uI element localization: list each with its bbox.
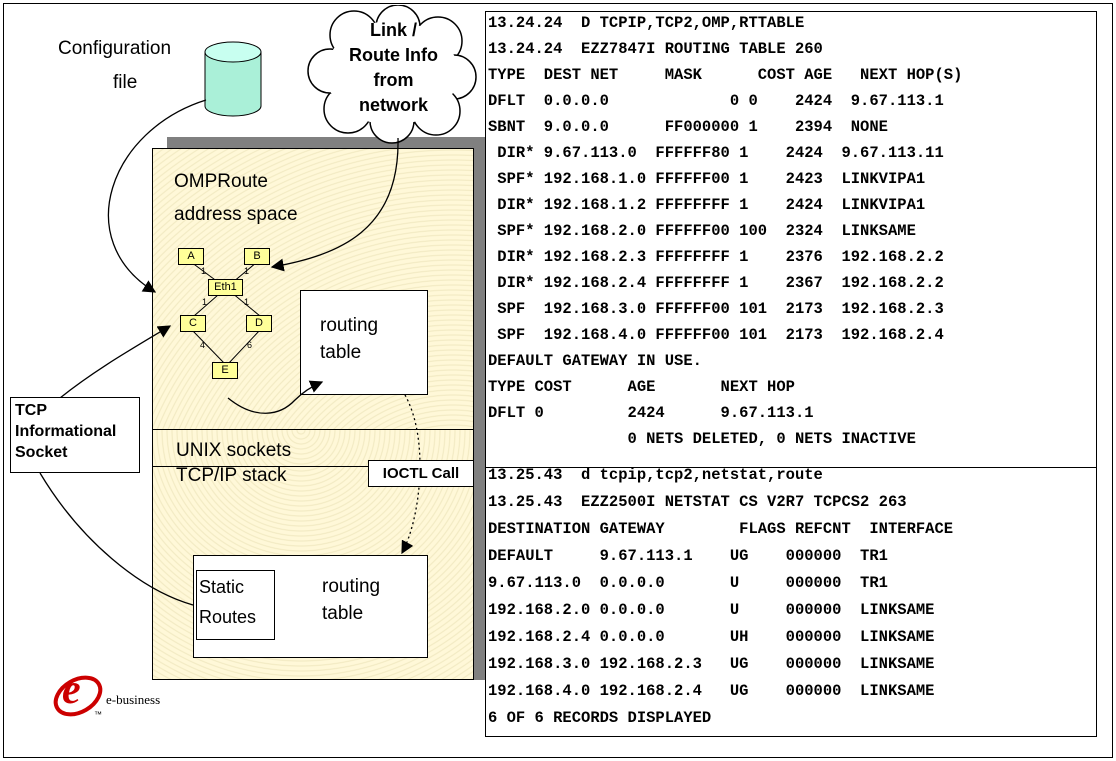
tcp-info-line-3: Socket	[15, 444, 68, 461]
edge-cost-eth1-c: 1	[202, 297, 208, 307]
routing-table-label-2: table	[320, 342, 362, 363]
graph-node-d: D	[246, 315, 272, 332]
console-line: 192.168.4.0 192.168.2.4 UG 000000 LINKSA…	[488, 682, 935, 700]
console-line: SPF 192.168.4.0 FFFFFF00 101 2173 192.16…	[488, 326, 944, 344]
ebusiness-tm: ™	[94, 710, 102, 719]
edge-cost-d-e: 6	[247, 340, 253, 350]
routing-table-label-1: routing	[320, 315, 379, 336]
graph-node-eth1: Eth1	[208, 279, 243, 296]
stack-routing-table-label-2: table	[322, 603, 364, 624]
omproute-label-1: OMPRoute	[174, 171, 268, 192]
console-line: DEFAULT GATEWAY IN USE.	[488, 352, 702, 370]
console-line: 9.67.113.0 0.0.0.0 U 000000 TR1	[488, 574, 888, 592]
ebusiness-text: e-business	[106, 692, 161, 707]
console-line: DEFAULT 9.67.113.1 UG 000000 TR1	[488, 547, 888, 565]
console-line: DIR* 192.168.2.3 FFFFFFFF 1 2376 192.168…	[488, 248, 944, 266]
ebusiness-swirl-icon	[53, 675, 103, 717]
console-routing-table-output: 13.24.24 D TCPIP,TCP2,OMP,RTTABLE 13.24.…	[485, 11, 1097, 469]
diagram-arrows	[39, 99, 421, 606]
config-file-label-1: Configuration	[58, 38, 172, 59]
console-line: 13.25.43 d tcpip,tcp2,netstat,route	[488, 466, 823, 484]
ioctl-call-label: IOCTL Call	[368, 460, 474, 487]
console-line: SPF* 192.168.2.0 FFFFFF00 100 2324 LINKS…	[488, 222, 916, 240]
cloud-line-1: Link /	[369, 20, 417, 40]
console-line: 192.168.2.0 0.0.0.0 U 000000 LINKSAME	[488, 601, 935, 619]
unix-sockets-label: UNIX sockets	[176, 440, 292, 461]
cloud-line-4: network	[358, 95, 428, 115]
static-routes-box: Static Routes	[196, 570, 275, 640]
stack-routing-table-label-1: routing	[322, 576, 381, 597]
console-line: SPF 192.168.3.0 FFFFFF00 101 2173 192.16…	[488, 300, 944, 318]
config-file-label-2: file	[113, 72, 138, 93]
console-netstat-route-output: 13.25.43 d tcpip,tcp2,netstat,route 13.2…	[485, 466, 1097, 737]
cloud-line-3: from	[373, 70, 414, 90]
tcp-informational-socket-label: TCP Informational Socket	[10, 397, 140, 473]
console-line: 192.168.3.0 192.168.2.3 UG 000000 LINKSA…	[488, 655, 935, 673]
console-line: DESTINATION GATEWAY FLAGS REFCNT INTERFA…	[488, 520, 954, 538]
console-line: 192.168.2.4 0.0.0.0 UH 000000 LINKSAME	[488, 628, 935, 646]
console-line: DIR* 9.67.113.0 FFFFFF80 1 2424 9.67.113…	[488, 144, 944, 162]
ebusiness-e-mark: e	[62, 667, 81, 713]
console-line: TYPE COST AGE NEXT HOP	[488, 378, 795, 396]
edge-cost-a-eth1: 1	[201, 266, 207, 276]
console-line: 0 NETS DELETED, 0 NETS INACTIVE	[488, 430, 916, 448]
cloud-line-2: Route Info	[349, 45, 438, 65]
console-line: DFLT 0 2424 9.67.113.1	[488, 404, 814, 422]
graph-node-b: B	[244, 248, 270, 265]
edge-cost-b-eth1: 1	[244, 266, 250, 276]
console-line: 6 OF 6 RECORDS DISPLAYED	[488, 709, 712, 727]
slide-frame	[3, 3, 1113, 758]
console-line: SPF* 192.168.1.0 FFFFFF00 1 2423 LINKVIP…	[488, 170, 926, 188]
static-routes-label-2: Routes	[199, 607, 257, 627]
console-line: TYPE DEST NET MASK COST AGE NEXT HOP(S)	[488, 66, 963, 84]
console-line: 13.25.43 EZZ2500I NETSTAT CS V2R7 TCPCS2…	[488, 493, 907, 511]
console-line: DIR* 192.168.2.4 FFFFFFFF 1 2367 192.168…	[488, 274, 944, 292]
tcp-info-line-1: TCP	[15, 402, 47, 419]
edge-cost-eth1-d: 1	[244, 297, 250, 307]
console-line: SBNT 9.0.0.0 FF000000 1 2394 NONE	[488, 118, 888, 136]
network-cloud-icon	[307, 5, 477, 144]
console-line: 13.24.24 D TCPIP,TCP2,OMP,RTTABLE	[488, 14, 805, 32]
graph-node-a: A	[178, 248, 204, 265]
edge-cost-c-e: 4	[200, 340, 206, 350]
graph-node-c: C	[180, 315, 206, 332]
ebusiness-logo: e e-business ™	[48, 666, 208, 726]
graph-node-e: E	[212, 362, 238, 379]
static-routes-label-1: Static	[199, 577, 245, 597]
tcpip-stack-label: TCP/IP stack	[176, 465, 287, 486]
console-line: DFLT 0.0.0.0 0 0 2424 9.67.113.1	[488, 92, 944, 110]
tcp-info-line-2: Informational	[15, 423, 117, 440]
console-line: 13.24.24 EZZ7847I ROUTING TABLE 260	[488, 40, 823, 58]
omproute-routing-table: routing table	[300, 290, 428, 395]
omproute-label-2: address space	[174, 204, 298, 225]
console-line: DIR* 192.168.1.2 FFFFFFFF 1 2424 LINKVIP…	[488, 196, 926, 214]
database-cylinder-icon	[204, 41, 262, 117]
